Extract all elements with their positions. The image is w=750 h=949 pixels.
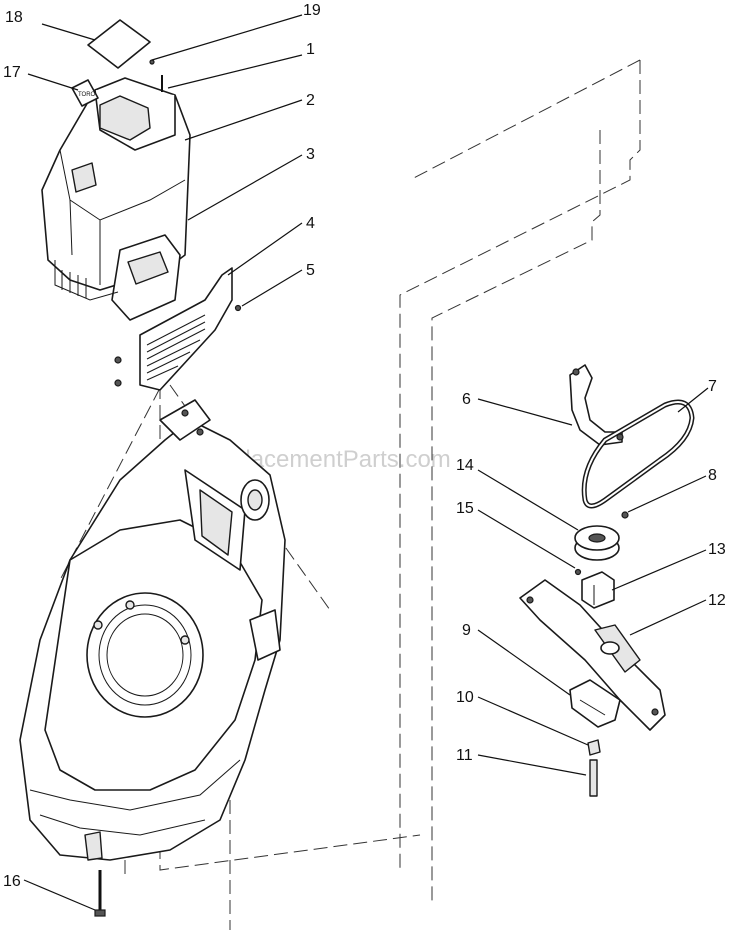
callout-6: 6 — [462, 391, 471, 408]
muffler-guard — [114, 267, 242, 391]
callout-13: 13 — [708, 541, 726, 558]
engine — [41, 77, 191, 321]
callout-14: 14 — [456, 457, 474, 474]
callout-3: 3 — [306, 146, 315, 163]
callout-16: 16 — [3, 873, 21, 890]
svg-text:TORO: TORO — [78, 92, 96, 98]
callout-19: 19 — [303, 2, 321, 19]
bolt-11 — [589, 759, 598, 797]
pulley-14 — [574, 525, 620, 561]
callout-labels: 18 19 17 1 2 3 4 5 6 7 14 8 15 13 12 9 1… — [3, 2, 726, 890]
callout-17: 17 — [3, 64, 21, 81]
part-15 — [574, 568, 582, 576]
blade-12 — [519, 579, 666, 731]
spindle-mount-13 — [581, 571, 615, 609]
callout-10: 10 — [456, 689, 474, 706]
callout-11: 11 — [456, 747, 473, 764]
bolt-16 — [94, 870, 106, 917]
callout-9: 9 — [462, 622, 471, 639]
washer-10 — [587, 739, 601, 756]
callout-7: 7 — [708, 378, 717, 395]
mower-deck — [19, 399, 286, 861]
callout-4: 4 — [306, 215, 315, 232]
leader-lines — [23, 14, 709, 911]
callout-1: 1 — [306, 41, 315, 58]
callout-2: 2 — [306, 92, 315, 109]
part-8 — [621, 511, 629, 519]
tag-17: TORO — [71, 79, 99, 107]
callout-12: 12 — [708, 592, 726, 609]
callout-5: 5 — [306, 262, 315, 279]
part-19 — [149, 59, 155, 65]
callout-18: 18 — [5, 9, 23, 26]
callout-8: 8 — [708, 467, 717, 484]
belt-7 — [581, 399, 695, 509]
callout-15: 15 — [456, 500, 474, 517]
decal-18 — [87, 19, 151, 69]
adapter-9 — [569, 679, 621, 728]
